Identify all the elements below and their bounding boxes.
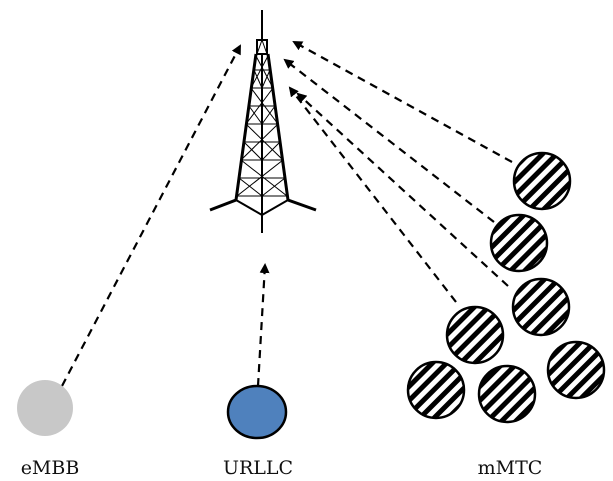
urllc-label: URLLC (223, 457, 293, 479)
mmtc-uplink-arrow-2 (283, 58, 495, 223)
mmtc-device-icon (489, 213, 549, 273)
embb-uplink-arrow (61, 44, 241, 387)
mmtc-device-icon (445, 305, 505, 365)
mmtc-uplink-arrow-4 (288, 86, 457, 303)
mmtc-device-icon (512, 151, 572, 211)
mmtc-uplink-arrow-3 (296, 92, 509, 287)
mmtc-label: mMTC (478, 457, 543, 479)
embb-label: eMBB (21, 457, 80, 479)
cell-tower-icon (209, 10, 317, 233)
urllc-uplink-arrow (256, 263, 270, 387)
mmtc-uplink-arrow-1 (292, 41, 513, 163)
mmtc-device-icon (406, 360, 466, 420)
mmtc-device-icon (477, 364, 537, 424)
mmtc-device-icon (546, 340, 606, 400)
urllc-device-icon (226, 384, 288, 440)
embb-device-icon (17, 380, 73, 436)
mmtc-device-icon (511, 277, 571, 337)
